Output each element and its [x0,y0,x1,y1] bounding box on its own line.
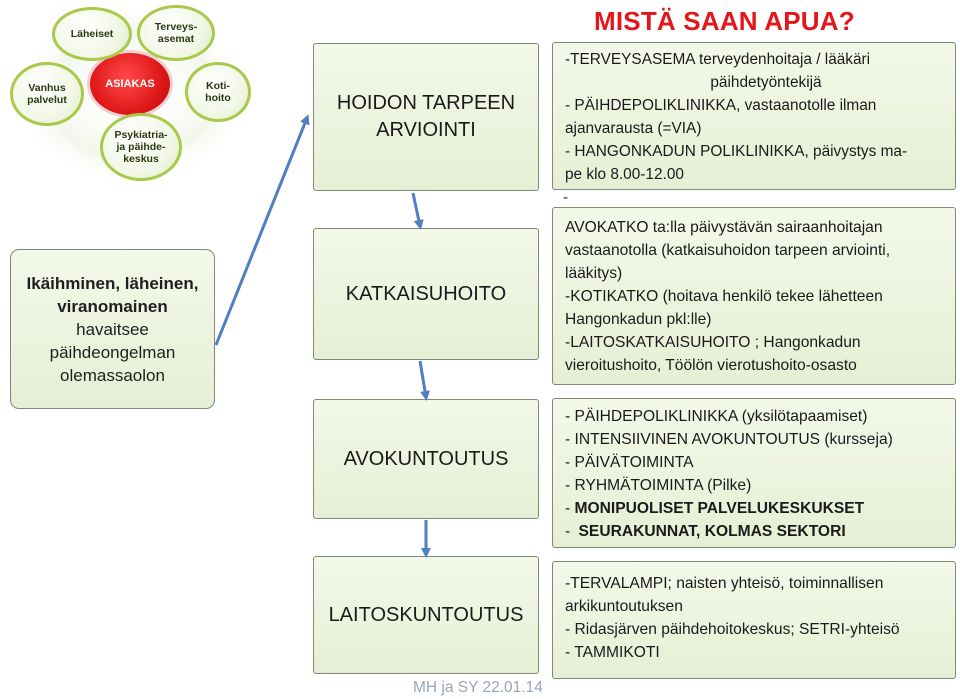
detail-bold: MONIPUOLISET PALVELUKESKUKSET [574,500,865,517]
detail-line: - PÄIHDEPOLIKLINIKKA (yksilötapaamiset) [565,408,868,425]
detail-line-bold: - MONIPUOLISET PALVELUKESKUKSET [565,497,945,520]
detail-line: - HANGONKADUN POLIKLINIKKA, päivystys ma… [565,143,908,160]
detail-line: - Ridasjärven päihdehoitokeskus; SETRI-y… [565,621,900,638]
detail-line: ajanvarausta (=VIA) [565,120,702,137]
detail-line: arkikuntoutuksen [565,598,683,615]
stage-avokuntoutus: AVOKUNTOUTUS [313,399,539,519]
detail-line-bold: - SEURAKUNNAT, KOLMAS SEKTORI [565,520,945,543]
details-avokuntoutus: - PÄIHDEPOLIKLINIKKA (yksilötapaamiset) … [552,398,956,548]
detail-prefix: - [565,523,575,540]
detail-line: vastaanotolla (katkaisuhoidon tarpeen ar… [565,242,891,259]
arrow-hoidon-to-katkaisu [411,192,424,230]
stage-hoidon-tarpeen-arviointi: HOIDON TARPEEN ARVIOINTI [313,43,539,191]
details-laitos: -TERVALAMPI; naisten yhteisö, toiminnall… [552,561,956,679]
observer-line-5: olemassaolon [60,365,165,385]
stage-label: LAITOSKUNTOUTUS [328,603,524,626]
node-vanhuspalvelut: Vanhus palvelut [10,62,84,126]
detail-prefix: - [565,500,575,517]
node-psykiatria: Psykiatria- ja päihde- keskus [100,113,182,181]
detail-line: - TAMMIKOTI [565,644,660,661]
detail-line: - PÄIHDEPOLIKLINIKKA, vastaanotolle ilma… [565,97,877,114]
arrow-katkaisu-to-avo [418,360,430,401]
detail-line: - INTENSIIVINEN AVOKUNTOUTUS (kursseja) [565,431,893,448]
stage-katkaisuhoito: KATKAISUHOITO [313,228,539,360]
detail-line: vieroitushoito, Töölön vierotushoito-osa… [565,357,857,374]
observer-line-2: viranomainen [57,296,168,316]
detail-line: AVOKATKO ta:lla päivystävän sairaanhoita… [565,219,883,236]
stage-laitoskuntoutus: LAITOSKUNTOUTUS [313,556,539,674]
detail-line: -TERVALAMPI; naisten yhteisö, toiminnall… [565,575,884,592]
observer-line-1: Ikäihminen, läheinen, [26,273,199,293]
detail-line: - RYHMÄTOIMINTA (Pilke) [565,477,752,494]
stage-label: AVOKUNTOUTUS [343,447,509,470]
stage-label: KATKAISUHOITO [345,282,507,305]
detail-line: - PÄIVÄTOIMINTA [565,454,694,471]
detail-line: Hangonkadun pkl:lle) [565,311,712,328]
stage-label: HOIDON TARPEEN ARVIOINTI [336,92,516,141]
observer-line-4: päihdeongelman [49,342,176,362]
details-hoidon: -TERVEYSASEMA terveydenhoitaja / lääkäri… [552,42,956,190]
detail-line: -KOTIKATKO (hoitava henkilö tekee lähett… [565,288,883,305]
detail-line: -LAITOSKATKAISUHOITO ; Hangonkadun [565,334,861,351]
detail-line: päihdetyöntekijä [710,74,822,91]
detail-dash: - [563,189,568,206]
observer-line-3: havaitsee [76,319,149,339]
node-terveysasemat: Terveys- asemat [137,5,215,61]
page-title: MISTÄ SAAN APUA? [594,6,855,36]
detail-line: lääkitys) [565,265,623,282]
node-kotihoito: Koti- hoito [185,62,251,122]
detail-line: pe klo 8.00-12.00 [565,166,684,183]
client-cycle-diagram: ASIAKAS Läheiset Terveys- asemat Koti- h… [0,0,260,190]
footer-credit: MH ja SY 22.01.14 [413,679,543,696]
detail-bold: SEURAKUNNAT, KOLMAS SEKTORI [578,523,846,540]
details-katkaisu: AVOKATKO ta:lla päivystävän sairaanhoita… [552,207,956,385]
observer-box: Ikäihminen, läheinen, viranomainen havai… [10,249,215,409]
detail-line: -TERVEYSASEMA terveydenhoitaja / lääkäri [565,51,871,68]
node-laheiset: Läheiset [52,7,132,61]
